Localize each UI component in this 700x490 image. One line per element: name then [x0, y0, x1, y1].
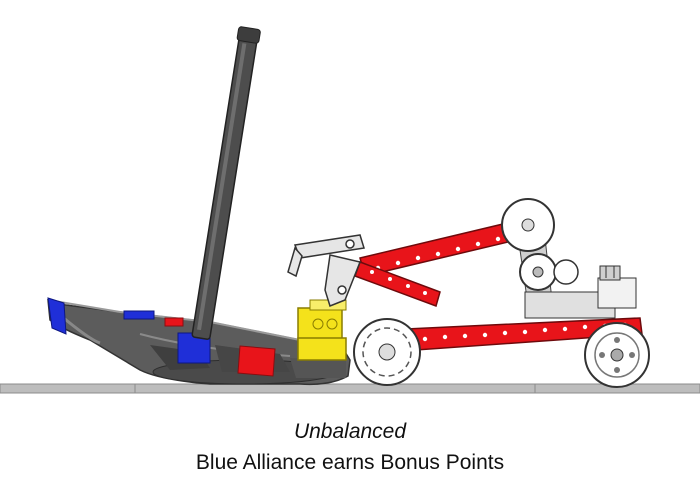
blue-alliance-markers: [47, 297, 211, 364]
balance-pole: [191, 26, 261, 340]
bonus-result-label: Blue Alliance earns Bonus Points: [195, 451, 505, 474]
balance-status-label: Unbalanced: [293, 420, 407, 443]
red-alliance-markers: [164, 317, 276, 377]
field-floor: [0, 383, 700, 394]
rear-drive-wheel: [584, 322, 650, 388]
robot-electronics: [524, 265, 637, 319]
intake-wheel: [353, 318, 421, 386]
robot-gears: [501, 198, 579, 291]
robot-gripper: [287, 234, 365, 307]
yellow-cubes: [297, 299, 347, 361]
